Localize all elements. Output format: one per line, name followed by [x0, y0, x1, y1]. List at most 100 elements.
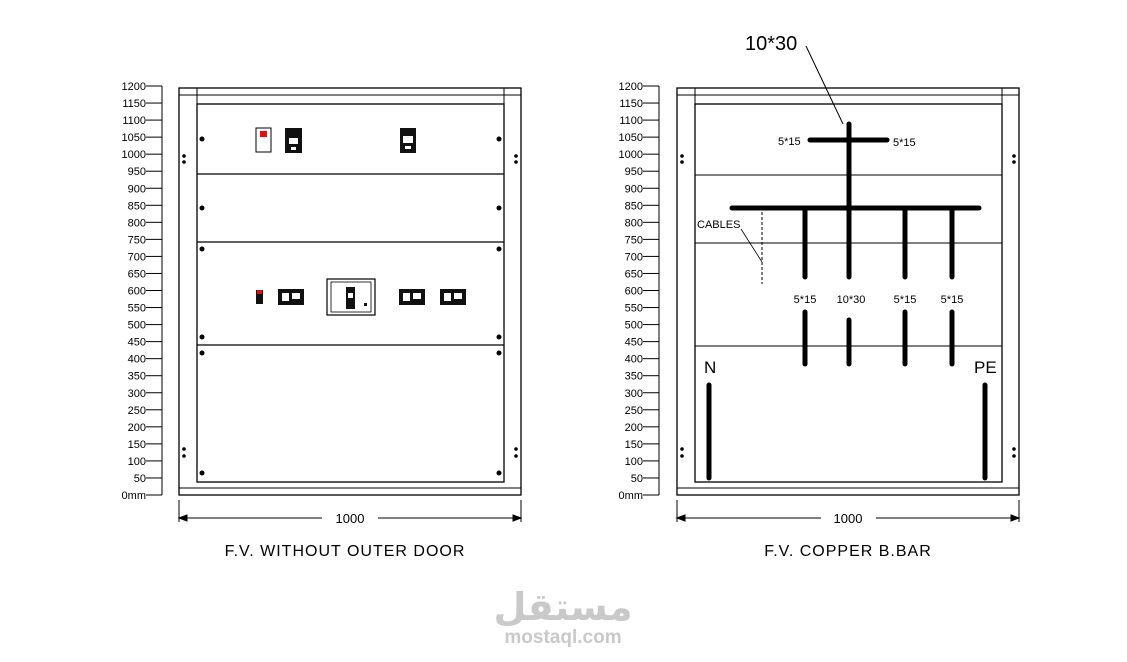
- left-view-caption: F.V. WITHOUT OUTER DOOR: [225, 543, 466, 560]
- axis-tick-label: 550: [625, 303, 643, 315]
- indicator-lamp: [256, 290, 263, 304]
- axis-tick-label: 400: [625, 354, 643, 366]
- screw: [199, 350, 205, 356]
- axis-tick-label: 700: [128, 251, 146, 263]
- axis-tick-label: 1200: [122, 81, 146, 93]
- height-axis-right: 1200 1150 1100 1050 1000 950 900 850 800 750 700 65…: [619, 81, 660, 502]
- axis-tick-label: 750: [625, 234, 643, 246]
- axis-tick-label: 850: [625, 200, 643, 212]
- hinge-hole: [514, 154, 518, 158]
- hinge-hole: [514, 447, 518, 451]
- axis-tick-label: 1200: [619, 81, 643, 93]
- axis-tick-label: 1000: [122, 149, 146, 161]
- main-bar-label: 10*30: [745, 33, 797, 55]
- width-dimension-right: [675, 500, 1021, 522]
- main-breaker: [326, 278, 376, 316]
- axis-tick-label: 50: [134, 473, 146, 485]
- hinge-hole: [182, 447, 186, 451]
- earth-label: PE: [974, 358, 997, 377]
- axis-tick-label: 700: [625, 251, 643, 263]
- axis-tick-label: 250: [625, 405, 643, 417]
- mcb-double: [278, 289, 304, 305]
- axis-tick-label: 350: [128, 371, 146, 383]
- axis-tick-label: 950: [128, 166, 146, 178]
- right-view-caption: F.V. COPPER B.BAR: [764, 543, 932, 560]
- axis-tick-label: 900: [625, 183, 643, 195]
- screw: [496, 205, 502, 211]
- axis-tick-label: 100: [128, 456, 146, 468]
- axis-tick-label: 600: [625, 286, 643, 298]
- hinge-hole: [182, 454, 186, 458]
- panel-screws-left: [182, 136, 518, 476]
- screw: [496, 246, 502, 252]
- height-axis-left: 1200115011001050100095090085080075070065…: [122, 81, 163, 502]
- cables-leader: [740, 228, 763, 263]
- axis-tick-label: 150: [625, 439, 643, 451]
- axis-tick-label: 750: [128, 234, 146, 246]
- breaker-device: [400, 128, 416, 153]
- screw: [496, 136, 502, 142]
- axis-tick-label: 0mm: [619, 490, 643, 502]
- inner-frame: [694, 103, 1003, 483]
- top-left-bar-label: 5*15: [778, 136, 801, 148]
- axis-tick-label: 200: [625, 422, 643, 434]
- hinge-hole: [182, 160, 186, 164]
- screw: [199, 246, 205, 252]
- top-right-bar-label: 5*15: [893, 137, 916, 149]
- copper-busbars: [706, 121, 988, 481]
- watermark-latin: mostaql.com: [504, 627, 621, 648]
- branch-label: 5*15: [894, 294, 917, 306]
- branch-label: 5*15: [941, 294, 964, 306]
- screw: [496, 334, 502, 340]
- axis-tick-label: 0mm: [122, 490, 146, 502]
- axis-tick-label: 450: [625, 337, 643, 349]
- cabinet-front-view-left: [178, 87, 522, 496]
- screw: [199, 205, 205, 211]
- inner-frame: [196, 103, 505, 483]
- screw: [496, 470, 502, 476]
- hinge-hole: [514, 160, 518, 164]
- screw: [496, 350, 502, 356]
- axis-tick-label: 600: [128, 286, 146, 298]
- hinge-hole: [182, 154, 186, 158]
- axis-tick-label: 1150: [122, 98, 146, 110]
- axis-tick-label: 550: [128, 303, 146, 315]
- axis-tick-label: 1100: [619, 115, 643, 127]
- cables-label: CABLES: [697, 219, 740, 231]
- watermark-arabic: مستقل: [494, 585, 633, 629]
- devices-middle-row: [256, 278, 466, 316]
- axis-tick-label: 350: [625, 371, 643, 383]
- axis-tick-label: 300: [128, 388, 146, 400]
- axis-tick-label: 800: [128, 217, 146, 229]
- axis-tick-label: 950: [625, 166, 643, 178]
- indicator-module: [255, 127, 272, 153]
- axis-tick-label: 200: [128, 422, 146, 434]
- width-dimension-left: [177, 500, 523, 522]
- main-bar-leader: [805, 45, 844, 125]
- axis-tick-label: 50: [631, 473, 643, 485]
- axis-tick-label: 650: [625, 268, 643, 280]
- screw: [199, 136, 205, 142]
- neutral-label: N: [704, 358, 716, 377]
- screw: [199, 334, 205, 340]
- axis-tick-label: 850: [128, 200, 146, 212]
- axis-tick-label: 1000: [619, 149, 643, 161]
- outer-frame: [178, 87, 522, 496]
- axis-tick-label: 150: [128, 439, 146, 451]
- outer-frame: [676, 87, 1020, 496]
- axis-tick-label: 800: [625, 217, 643, 229]
- axis-tick-label: 100: [625, 456, 643, 468]
- axis-tick-label: 1150: [619, 98, 643, 110]
- breaker-device: [285, 128, 302, 153]
- axis-tick-label: 900: [128, 183, 146, 195]
- axis-tick-label: 1050: [619, 132, 643, 144]
- axis-tick-label: 450: [128, 337, 146, 349]
- devices-top-row: [255, 127, 416, 153]
- axis-tick-label: 400: [128, 354, 146, 366]
- axis-tick-label: 300: [625, 388, 643, 400]
- axis-tick-label: 650: [128, 268, 146, 280]
- branch-label: 5*15: [794, 294, 817, 306]
- hinge-hole: [514, 454, 518, 458]
- mcb-double: [440, 289, 466, 305]
